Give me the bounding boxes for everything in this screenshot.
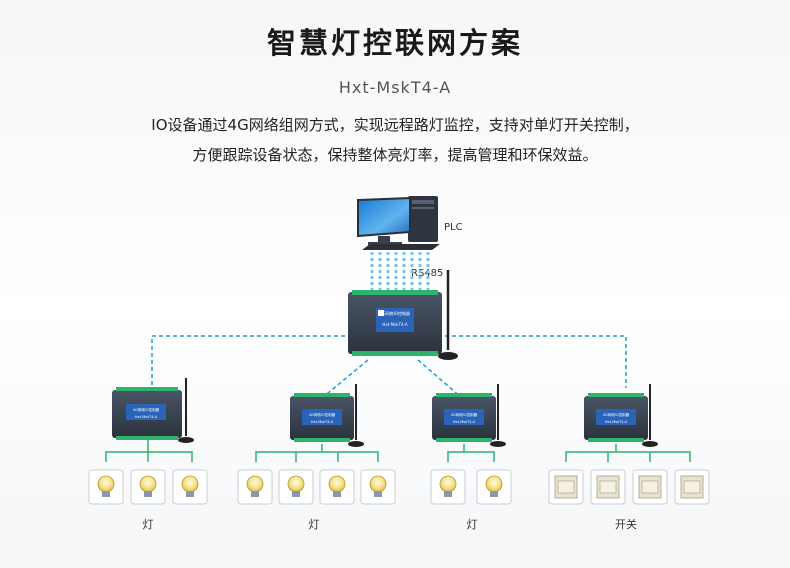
endpoint-tiles bbox=[88, 469, 710, 505]
description-line-2: 方便跟踪设备状态，保持整体亮灯率，提高管理和环保效益。 bbox=[192, 146, 598, 164]
bulb-icon bbox=[172, 469, 208, 505]
data-link-rays bbox=[370, 252, 430, 292]
network-links bbox=[151, 335, 627, 399]
caption-group-2: 灯 bbox=[308, 518, 320, 531]
wall-switch-icon bbox=[590, 469, 626, 505]
wall-switch-icon bbox=[632, 469, 668, 505]
rs485-label: RS485 bbox=[411, 268, 444, 279]
bulb-icon bbox=[237, 469, 273, 505]
sub-device-3-model: Hxt-MskT4-A bbox=[453, 420, 476, 424]
sub-controller-2: 4G网络IO控制器 Hxt-MskT4-A bbox=[290, 384, 364, 447]
pc-label: PLC bbox=[444, 222, 463, 233]
bulb-icon bbox=[319, 469, 355, 505]
bulb-icon bbox=[88, 469, 124, 505]
page-title: 智慧灯控联网方案 bbox=[266, 26, 523, 60]
wall-switch-icon bbox=[548, 469, 584, 505]
sub-device-4-model: Hxt-MskT4-A bbox=[605, 420, 628, 424]
sub-device-2-name: 4G网络IO控制器 bbox=[309, 412, 336, 417]
caption-group-3: 灯 bbox=[466, 518, 478, 531]
sub-device-4-name: 4G网络IO控制器 bbox=[603, 412, 630, 417]
bulb-icon bbox=[360, 469, 396, 505]
computer-icon bbox=[357, 196, 440, 250]
bulb-icon bbox=[278, 469, 314, 505]
output-wiring bbox=[105, 440, 691, 462]
bulb-icon bbox=[476, 469, 512, 505]
main-device-model: Hxt-MskT4-A bbox=[382, 322, 408, 327]
bulb-icon bbox=[430, 469, 466, 505]
sub-device-2-model: Hxt-MskT4-A bbox=[311, 420, 334, 424]
bulb-icon bbox=[130, 469, 166, 505]
sub-device-3-name: 4G网络IO控制器 bbox=[451, 412, 478, 417]
main-io-controller: 4G网络IO控制器 Hxt-MskT4-A bbox=[348, 270, 458, 360]
description-line-1: IO设备通过4G网络组网方式，实现远程路灯监控，支持对单灯开关控制， bbox=[151, 116, 639, 134]
main-device-name: 4G网络IO控制器 bbox=[380, 310, 410, 316]
sub-controller-4: 4G网络IO控制器 Hxt-MskT4-A bbox=[584, 384, 658, 447]
caption-group-4: 开关 bbox=[615, 518, 637, 531]
sub-controller-1: 4G网络IO控制器 Hxt-MskT4-A bbox=[112, 378, 194, 443]
sub-controller-3: 4G网络IO控制器 Hxt-MskT4-A bbox=[432, 384, 506, 447]
sub-device-1-name: 4G网络IO控制器 bbox=[133, 407, 160, 412]
caption-group-1: 灯 bbox=[142, 518, 154, 531]
wall-switch-icon bbox=[674, 469, 710, 505]
sub-device-1-model: Hxt-MskT4-A bbox=[135, 415, 158, 419]
model-subtitle: Hxt-MskT4-A bbox=[338, 78, 452, 97]
